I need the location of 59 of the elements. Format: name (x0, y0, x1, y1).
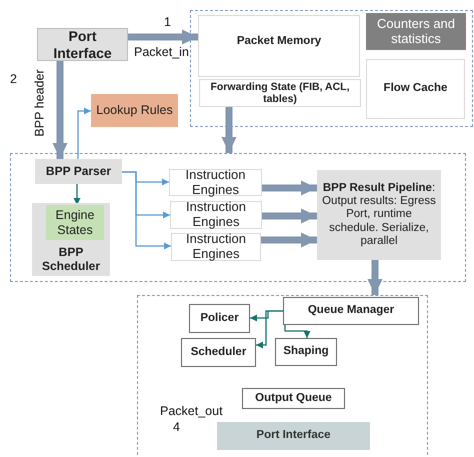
box-label: Counters and statistics (376, 16, 456, 46)
box-label: Shaping (283, 345, 329, 359)
annotation-text: BPP header (33, 69, 47, 137)
thick-arrow (128, 30, 198, 44)
process-box (171, 233, 261, 261)
box-label: BPP Parser (46, 164, 112, 178)
box-label: BPP Result Pipeline: Output results: Egress Port, runtime schedule. Serialize, parallel (321, 182, 437, 248)
process-box (91, 94, 178, 127)
process-box (169, 169, 262, 196)
connector-arrow (256, 310, 283, 348)
box-label: Lookup Rules (96, 103, 173, 118)
connector-arrow (284, 325, 310, 338)
process-box (181, 338, 256, 367)
box-label: Output Queue (255, 392, 332, 406)
connector-arrow (77, 108, 91, 159)
connector-arrow (122, 171, 171, 250)
process-box (275, 338, 337, 366)
annotation-text: 2 (10, 72, 17, 86)
box-label: Scheduler (190, 346, 246, 360)
thick-arrow (368, 260, 382, 295)
dashed-group-box (10, 153, 466, 282)
box-label: Queue Manager (308, 304, 394, 318)
process-box (170, 201, 262, 229)
dashed-group-box (190, 10, 473, 127)
thick-arrow (262, 180, 317, 196)
box-label: Instruction Engines (185, 232, 247, 262)
box-label: Port Interface (52, 28, 113, 61)
annotation-text: Packet_in (134, 45, 189, 59)
process-box (199, 79, 361, 107)
box-label: BPP Scheduler (40, 246, 102, 274)
box-label: Instruction Engines (185, 200, 247, 230)
process-box (35, 159, 122, 184)
connector-arrow (74, 184, 80, 205)
box-label: Policer (200, 312, 239, 326)
box-label: Port Interface (256, 429, 331, 443)
process-box (366, 59, 465, 119)
process-box (189, 304, 250, 333)
box-label: Forwarding State (FIB, ACL, tables) (209, 80, 351, 106)
thick-arrow (262, 208, 317, 224)
process-box (242, 388, 345, 409)
thick-arrow (222, 107, 236, 153)
process-box (217, 422, 370, 450)
process-box (46, 205, 104, 240)
process-box (32, 203, 110, 276)
process-box (366, 13, 466, 50)
process-box (283, 297, 419, 325)
annotation-text: Packet_out (160, 404, 223, 418)
process-box (198, 15, 360, 77)
annotation-text: 4 (173, 420, 180, 434)
thick-arrow (261, 232, 317, 248)
dashed-group-box (137, 295, 428, 457)
process-box (317, 170, 441, 260)
thick-arrow (52, 61, 68, 159)
box-label: Engine States (54, 208, 96, 237)
annotation-text: 1 (164, 15, 171, 29)
box-label: Packet Memory (236, 35, 322, 49)
box-label: Flow Cache (384, 82, 448, 96)
box-label: Instruction Engines (184, 168, 246, 198)
process-box (37, 28, 128, 61)
